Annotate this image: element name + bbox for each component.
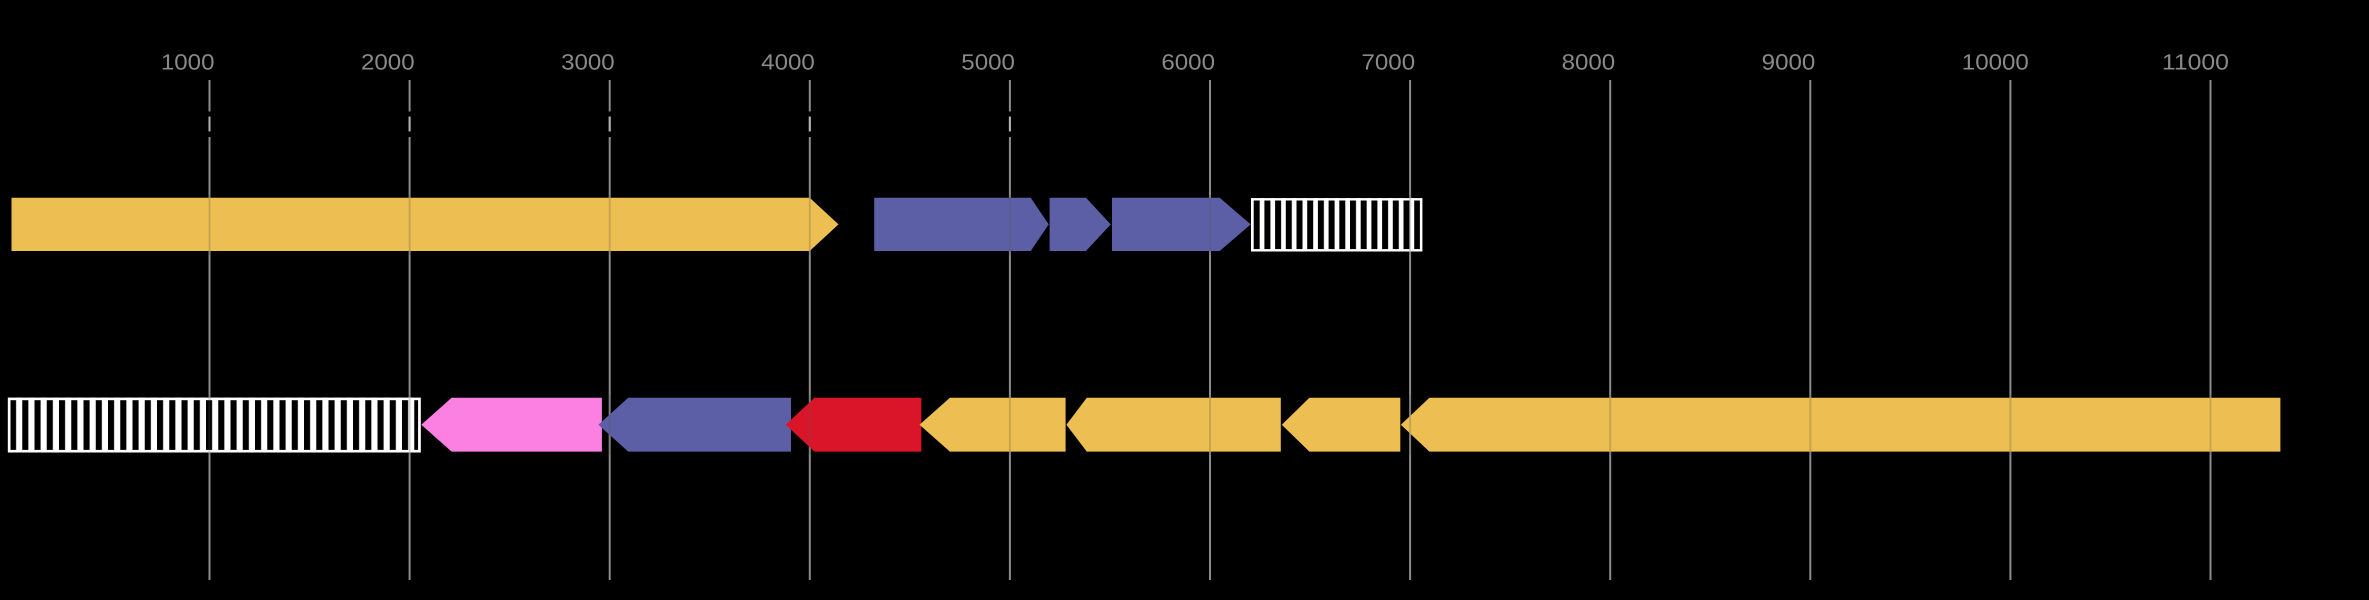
- svg-text:8000: 8000: [1562, 50, 1616, 75]
- svg-text:10000: 10000: [1962, 50, 2029, 75]
- svg-text:11000: 11000: [2162, 50, 2229, 75]
- svg-text:9000: 9000: [1762, 50, 1816, 75]
- svg-text:1000: 1000: [161, 50, 215, 75]
- svg-text:3000: 3000: [561, 50, 615, 75]
- svg-text:6000: 6000: [1161, 50, 1215, 75]
- svg-text:7000: 7000: [1362, 50, 1416, 75]
- svg-text:2000: 2000: [361, 50, 415, 75]
- svg-text:5000: 5000: [961, 50, 1015, 75]
- svg-text:4000: 4000: [761, 50, 815, 75]
